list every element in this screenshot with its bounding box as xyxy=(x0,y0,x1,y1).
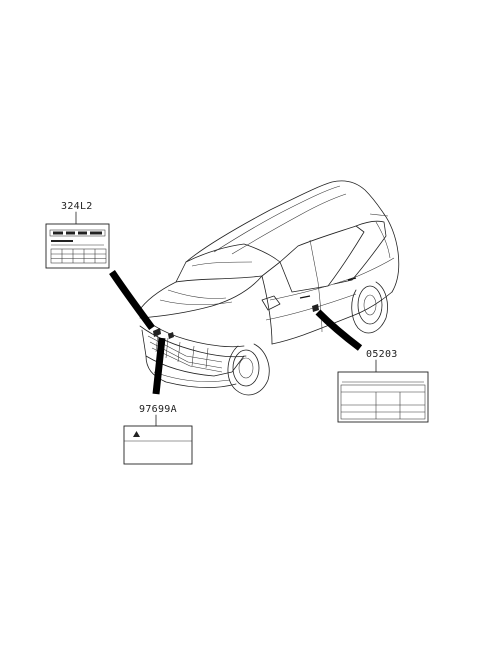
label-05203 xyxy=(337,371,429,423)
warning-triangle-icon xyxy=(133,431,140,437)
leader-line-05203 xyxy=(315,309,363,351)
leader-line-97699A xyxy=(152,337,166,395)
part-number-324L2: 324L2 xyxy=(61,201,93,212)
leader-line-324L2 xyxy=(109,270,155,331)
vehicle-illustration xyxy=(137,180,400,396)
label-97699A xyxy=(123,425,193,465)
part-number-97699A: 97699A xyxy=(139,404,177,415)
part-number-05203: 05203 xyxy=(366,349,398,360)
label-324L2 xyxy=(45,223,110,269)
